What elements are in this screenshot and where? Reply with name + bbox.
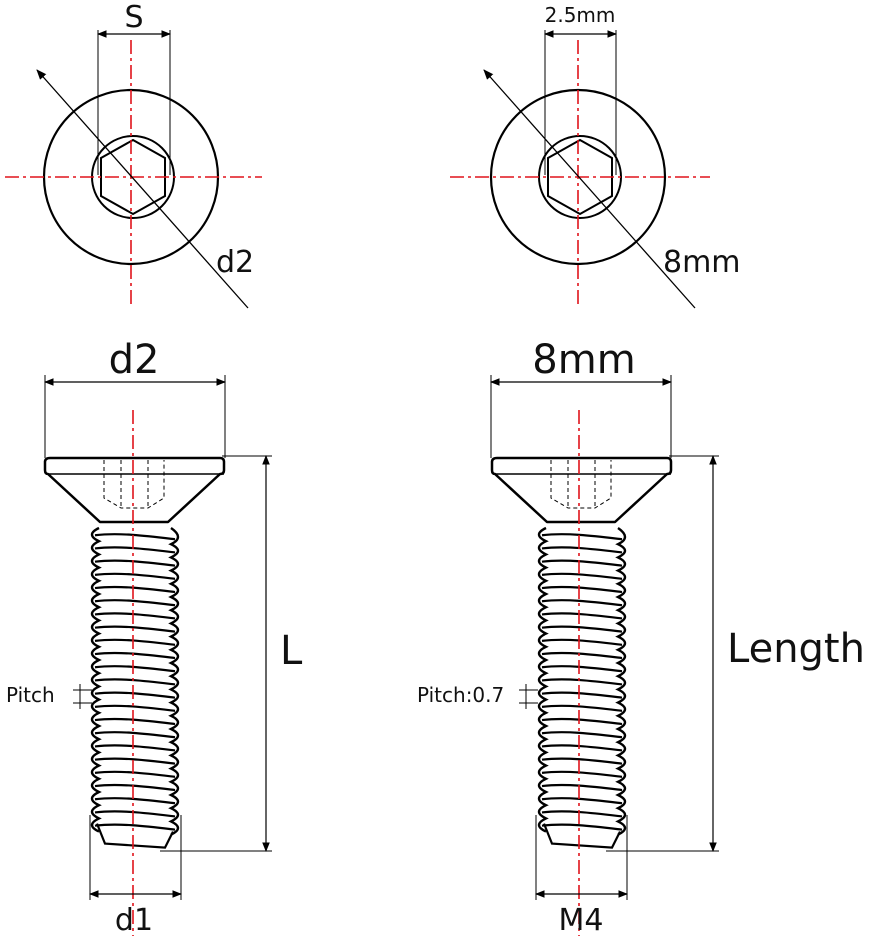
thread-crest-line (541, 612, 623, 620)
thread-crest-line (94, 744, 176, 752)
diameter-leader (36, 69, 249, 309)
hex-socket (547, 138, 613, 216)
s-label: S (124, 0, 143, 35)
thread-crest-line (94, 783, 176, 792)
thread-crest-line (541, 559, 623, 567)
thread-crest-line (94, 546, 176, 554)
head-diameter-label: 8mm (532, 337, 635, 383)
thread-crest-line (541, 823, 623, 831)
thread-right-profile (615, 527, 627, 836)
countersunk-head (43, 456, 226, 524)
thread-crest-line (541, 757, 623, 765)
thread-crest-line (94, 559, 176, 567)
thread-crest-line (541, 731, 623, 739)
thread-crest-line (541, 704, 623, 712)
thread-crest-line (94, 691, 176, 699)
diameter-leader (483, 69, 696, 309)
thread-crest-line (541, 625, 623, 633)
thread-diameter-label: M4 (559, 903, 604, 936)
thread-crest-line (94, 599, 176, 607)
thread-crest-line (94, 678, 176, 686)
length-label: Length (727, 626, 865, 672)
thread-crest-line (541, 638, 623, 646)
countersunk-head (490, 456, 673, 524)
thread-crest-line (94, 585, 176, 594)
thread-right-profile (168, 527, 180, 836)
thread-crest-line (94, 572, 176, 580)
thread-crest-line (94, 810, 176, 818)
thread-crest-line (94, 612, 176, 620)
thread-crest-line (94, 625, 176, 633)
thread-crest-line (94, 651, 176, 660)
thread-crest-line (94, 823, 176, 831)
thread-crest-line (541, 678, 623, 686)
right-side-view: 8mm Length Pitch:0.7 M4 (417, 337, 865, 936)
thread-crest-line (94, 757, 176, 765)
thread-crest-line (541, 585, 623, 594)
thread-crest-line (94, 717, 176, 726)
head-diameter-label: d2 (109, 337, 160, 383)
thread-crest-line (541, 770, 623, 778)
thread-crest-line (541, 691, 623, 699)
thread-crest-line (541, 651, 623, 660)
thread-crest-line (541, 546, 623, 554)
head-diameter-label: 8mm (663, 245, 741, 280)
socket-hidden-lines (550, 460, 612, 509)
thread-tip (95, 823, 174, 849)
thread-body (90, 526, 180, 849)
thread-crest-line (541, 572, 623, 580)
thread-crest-line (94, 638, 176, 646)
thread-crest-line (541, 783, 623, 792)
thread-diameter-label: d1 (115, 903, 153, 936)
thread-crest-line (94, 665, 176, 673)
head-diameter-label: d2 (216, 245, 254, 280)
thread-crest-line (541, 797, 623, 805)
thread-left-profile (90, 526, 102, 833)
thread-crest-line (94, 731, 176, 739)
socket-hidden-lines (103, 460, 165, 509)
thread-crest-line (94, 704, 176, 712)
left-side-view: d2 L Pitch d1 (6, 337, 303, 936)
thread-crest-line (541, 744, 623, 752)
hex-socket (100, 138, 166, 216)
thread-tip (542, 823, 621, 849)
socket-size-label: 2.5mm (545, 3, 616, 27)
thread-body (537, 526, 627, 849)
thread-crest-line (541, 717, 623, 726)
pitch-label: Pitch:0.7 (417, 683, 504, 707)
thread-crest-line (541, 810, 623, 818)
pitch-label: Pitch (6, 683, 55, 707)
length-label: L (280, 628, 303, 674)
right-top-view: 2.5mm 8mm (450, 3, 741, 309)
thread-crest-line (94, 533, 176, 541)
left-top-view: S d2 (5, 0, 262, 309)
thread-crest-line (94, 770, 176, 778)
thread-crest-line (94, 797, 176, 805)
thread-left-profile (537, 526, 549, 833)
thread-crest-line (541, 599, 623, 607)
thread-crest-line (541, 533, 623, 541)
thread-crest-line (541, 665, 623, 673)
